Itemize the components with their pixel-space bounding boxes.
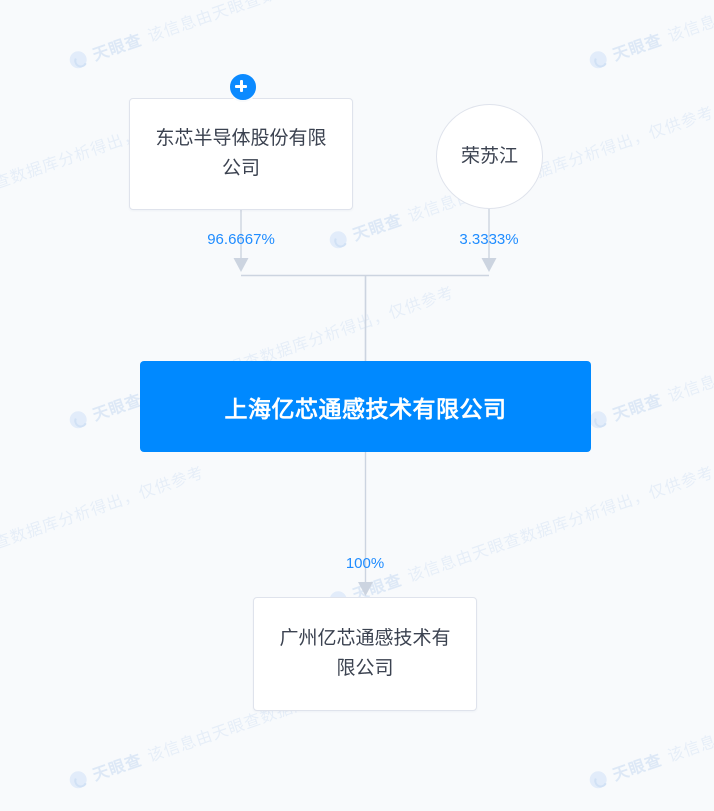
shareholder-node-1-label: 荣苏江 — [460, 145, 518, 167]
root-company-label: 上海亿芯通感技术有限公司 — [224, 395, 507, 422]
edge-label-subsidiary-0: 100% — [345, 555, 385, 572]
watermark-note: 该信息由天眼查数据库分析得出，仅供参考 — [664, 0, 714, 47]
tianyancha-logo-icon — [327, 228, 349, 251]
subsidiary-node-0-label: 广州亿芯通感技术有限公司 — [279, 628, 451, 679]
shareholder-node-1[interactable]: 荣苏江 — [436, 104, 543, 209]
edge-arrow-subsidiary-0 — [358, 582, 373, 596]
watermark: 天眼查 该信息由天眼查数据库分析得出，仅供参考 — [326, 459, 714, 614]
watermark-brand: 天眼查 — [610, 751, 665, 785]
shareholder-node-0[interactable]: 东芯半导体股份有限公司 — [129, 98, 353, 210]
tianyancha-logo-icon — [587, 768, 609, 791]
watermark: 天眼查 该信息由天眼查数据库分析得出，仅供参考 — [586, 279, 714, 434]
watermark-brand: 天眼查 — [610, 391, 665, 425]
tianyancha-logo-icon — [67, 408, 89, 431]
watermark: 天眼查 该信息由天眼查数据库分析得出，仅供参考 — [586, 639, 714, 794]
watermark-brand: 天眼查 — [90, 391, 145, 425]
root-company-node[interactable]: 上海亿芯通感技术有限公司 — [140, 361, 591, 452]
watermark-note: 该信息由天眼查数据库分析得出，仅供参考 — [144, 0, 457, 47]
edge-label-shareholder-0: 96.6667% — [207, 231, 275, 248]
tianyancha-logo-icon — [67, 48, 89, 71]
watermark-note: 该信息由天眼查数据库分析得出，仅供参考 — [405, 464, 714, 586]
tianyancha-logo-icon — [67, 768, 89, 791]
edge-label-shareholder-1: 3.3333% — [459, 231, 519, 248]
shareholder-node-0-label: 东芯半导体股份有限公司 — [155, 128, 327, 179]
watermark-brand: 天眼查 — [610, 31, 665, 65]
watermark: 天眼查 该信息由天眼查数据库分析得出，仅供参考 — [66, 0, 457, 73]
watermark-brand: 天眼查 — [350, 211, 405, 245]
edge-arrow-shareholder-0 — [233, 258, 249, 272]
watermark-note: 该信息由天眼查数据库分析得出，仅供参考 — [665, 644, 714, 766]
watermark-note: 该信息由天眼查数据库分析得出，仅供参考 — [0, 464, 207, 586]
tianyancha-logo-icon — [587, 48, 609, 71]
watermark: 天眼查 该信息由天眼查数据库分析得出，仅供参考 — [0, 459, 207, 614]
edge-arrow-shareholder-1 — [481, 258, 497, 272]
watermark-note: 该信息由天眼查数据库分析得出，仅供参考 — [665, 284, 714, 406]
subsidiary-node-0[interactable]: 广州亿芯通感技术有限公司 — [253, 597, 477, 711]
watermark-brand: 天眼查 — [90, 751, 145, 785]
watermark: 天眼查 该信息由天眼查数据库分析得出，仅供参考 — [586, 0, 714, 73]
plus-icon[interactable] — [228, 72, 258, 102]
watermark-brand: 天眼查 — [90, 31, 145, 65]
